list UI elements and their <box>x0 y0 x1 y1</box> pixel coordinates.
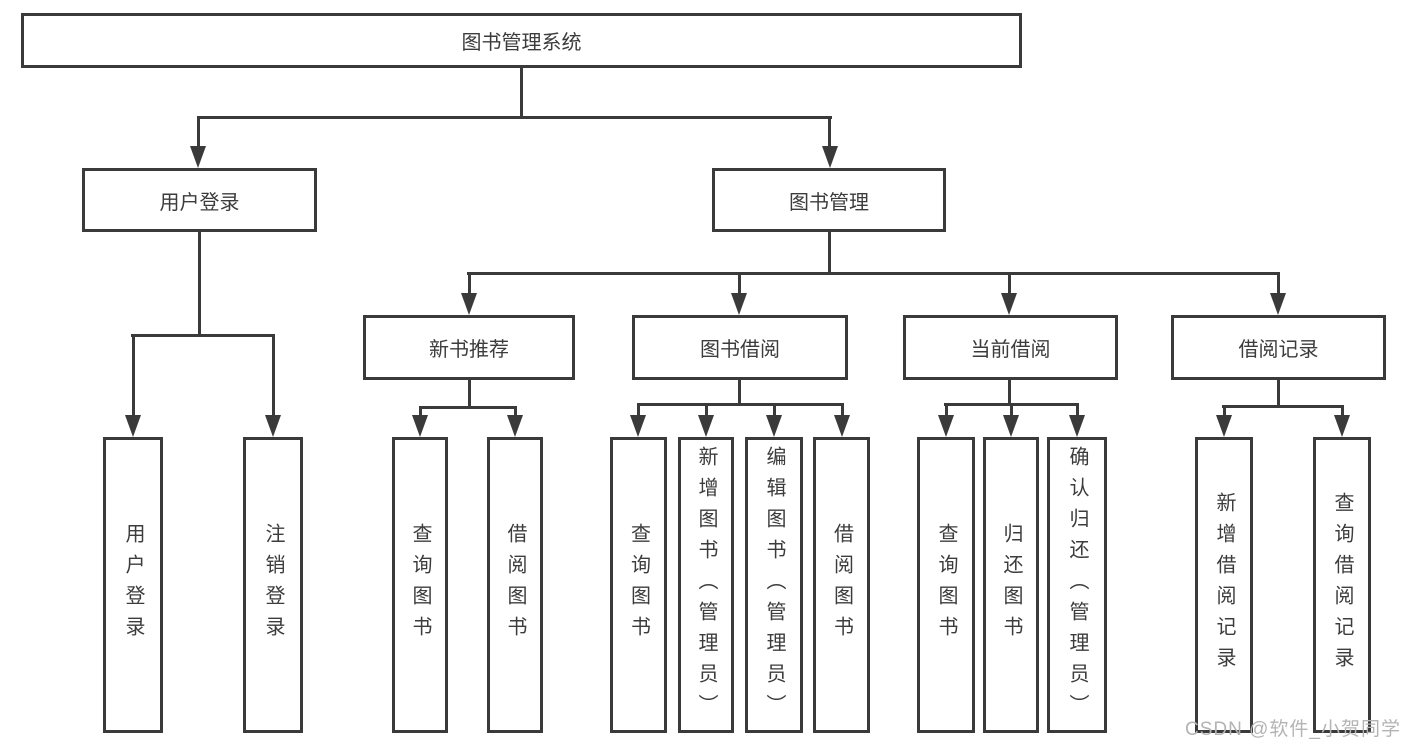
arrow-down-icon <box>1270 293 1286 315</box>
leaf-return-books-label: 归还图书 <box>1000 523 1022 647</box>
arrow-down-icon <box>125 415 141 437</box>
leaf-user-login: 用户登录 <box>103 437 163 733</box>
leaf-user-login-label: 用户登录 <box>122 523 144 647</box>
leaf-logout-label: 注销登录 <box>262 523 284 647</box>
arrow-down-icon <box>766 415 782 437</box>
leaf-borrow-books-recommend: 借阅图书 <box>487 437 543 733</box>
arrow-down-icon <box>1216 415 1232 437</box>
leaf-query-borrow-record: 查询借阅记录 <box>1313 437 1371 733</box>
leaf-query-books-recommend-label: 查询图书 <box>409 523 431 647</box>
arrow-down-icon <box>190 146 206 168</box>
connector-line <box>1277 272 1280 297</box>
connector-line <box>132 334 135 417</box>
connector-line <box>1010 403 1013 417</box>
node-book-management-label: 图书管理 <box>789 191 869 214</box>
csdn-watermark: CSDN @软件_小贺同学 <box>1185 719 1401 740</box>
connector-line <box>272 334 275 417</box>
node-new-book-recommend-label: 新书推荐 <box>429 339 509 361</box>
connector-line <box>468 272 471 297</box>
connector-line <box>197 116 832 119</box>
arrow-down-icon <box>938 415 954 437</box>
leaf-borrow-books-recommend-label: 借阅图书 <box>504 523 526 647</box>
leaf-add-books-admin: 新增图书（管理员） <box>678 437 734 733</box>
connector-line <box>738 380 741 406</box>
arrow-down-icon <box>731 293 747 315</box>
leaf-confirm-return-admin: 确认归还（管理员） <box>1047 437 1107 733</box>
connector-line <box>841 403 844 417</box>
arrow-down-icon <box>1001 293 1017 315</box>
leaf-add-borrow-record: 新增借阅记录 <box>1195 437 1253 733</box>
arrow-down-icon <box>630 415 646 437</box>
arrow-down-icon <box>698 415 714 437</box>
arrow-down-icon <box>1069 415 1085 437</box>
node-current-borrow: 当前借阅 <box>903 315 1118 380</box>
leaf-query-books-borrow-label: 查询图书 <box>627 523 650 647</box>
node-root: 图书管理系统 <box>21 13 1022 68</box>
arrow-down-icon <box>822 146 838 168</box>
arrow-down-icon <box>834 415 850 437</box>
arrow-down-icon <box>1003 415 1019 437</box>
connector-line <box>637 403 844 406</box>
node-borrow-records: 借阅记录 <box>1171 315 1386 380</box>
leaf-add-borrow-record-label: 新增借阅记录 <box>1213 492 1235 678</box>
node-user-login-label: 用户登录 <box>159 191 240 214</box>
connector-line <box>828 232 831 275</box>
arrow-down-icon <box>1334 415 1350 437</box>
leaf-edit-books-admin: 编辑图书（管理员） <box>745 437 803 733</box>
connector-line <box>1008 272 1011 297</box>
node-book-borrow-label: 图书借阅 <box>700 339 780 361</box>
connector-line <box>520 68 523 119</box>
node-root-label: 图书管理系统 <box>461 32 582 54</box>
arrow-down-icon <box>412 415 428 437</box>
arrow-down-icon <box>461 293 477 315</box>
connector-line <box>197 116 200 150</box>
connector-line <box>131 334 275 337</box>
arrow-down-icon <box>265 415 281 437</box>
node-new-book-recommend: 新书推荐 <box>363 315 575 380</box>
leaf-add-books-admin-label: 新增图书（管理员） <box>695 445 717 725</box>
connector-line <box>198 232 201 336</box>
leaf-query-books-borrow: 查询图书 <box>610 437 667 733</box>
node-current-borrow-label: 当前借阅 <box>970 339 1051 361</box>
leaf-borrow-books: 借阅图书 <box>813 437 870 733</box>
leaf-query-borrow-record-label: 查询借阅记录 <box>1331 492 1353 678</box>
connector-line <box>705 403 708 417</box>
connector-line <box>514 406 517 417</box>
leaf-borrow-books-label: 借阅图书 <box>830 523 853 647</box>
connector-line <box>828 116 831 150</box>
connector-line <box>1222 405 1344 408</box>
connector-line <box>1076 403 1079 417</box>
leaf-edit-books-admin-label: 编辑图书（管理员） <box>763 445 785 725</box>
connector-line <box>1277 380 1280 408</box>
connector-line <box>1341 405 1344 417</box>
leaf-query-books-current-label: 查询图书 <box>935 523 957 647</box>
connector-line <box>1008 380 1011 406</box>
connector-line <box>945 403 948 417</box>
connector-line <box>419 406 422 417</box>
connector-line <box>1223 405 1226 417</box>
connector-line <box>467 272 1279 275</box>
leaf-logout: 注销登录 <box>243 437 303 733</box>
node-book-borrow: 图书借阅 <box>632 315 848 380</box>
connector-line <box>468 380 471 409</box>
leaf-confirm-return-admin-label: 确认归还（管理员） <box>1066 445 1088 725</box>
connector-line <box>419 406 517 409</box>
node-user-login: 用户登录 <box>82 168 317 232</box>
leaf-return-books: 归还图书 <box>983 437 1039 733</box>
arrow-down-icon <box>507 415 523 437</box>
leaf-query-books-current: 查询图书 <box>917 437 975 733</box>
connector-line <box>773 403 776 417</box>
connector-line <box>637 403 640 417</box>
leaf-query-books-recommend: 查询图书 <box>392 437 448 733</box>
connector-line <box>738 272 741 297</box>
node-book-management: 图书管理 <box>712 168 946 232</box>
node-borrow-records-label: 借阅记录 <box>1238 339 1319 361</box>
